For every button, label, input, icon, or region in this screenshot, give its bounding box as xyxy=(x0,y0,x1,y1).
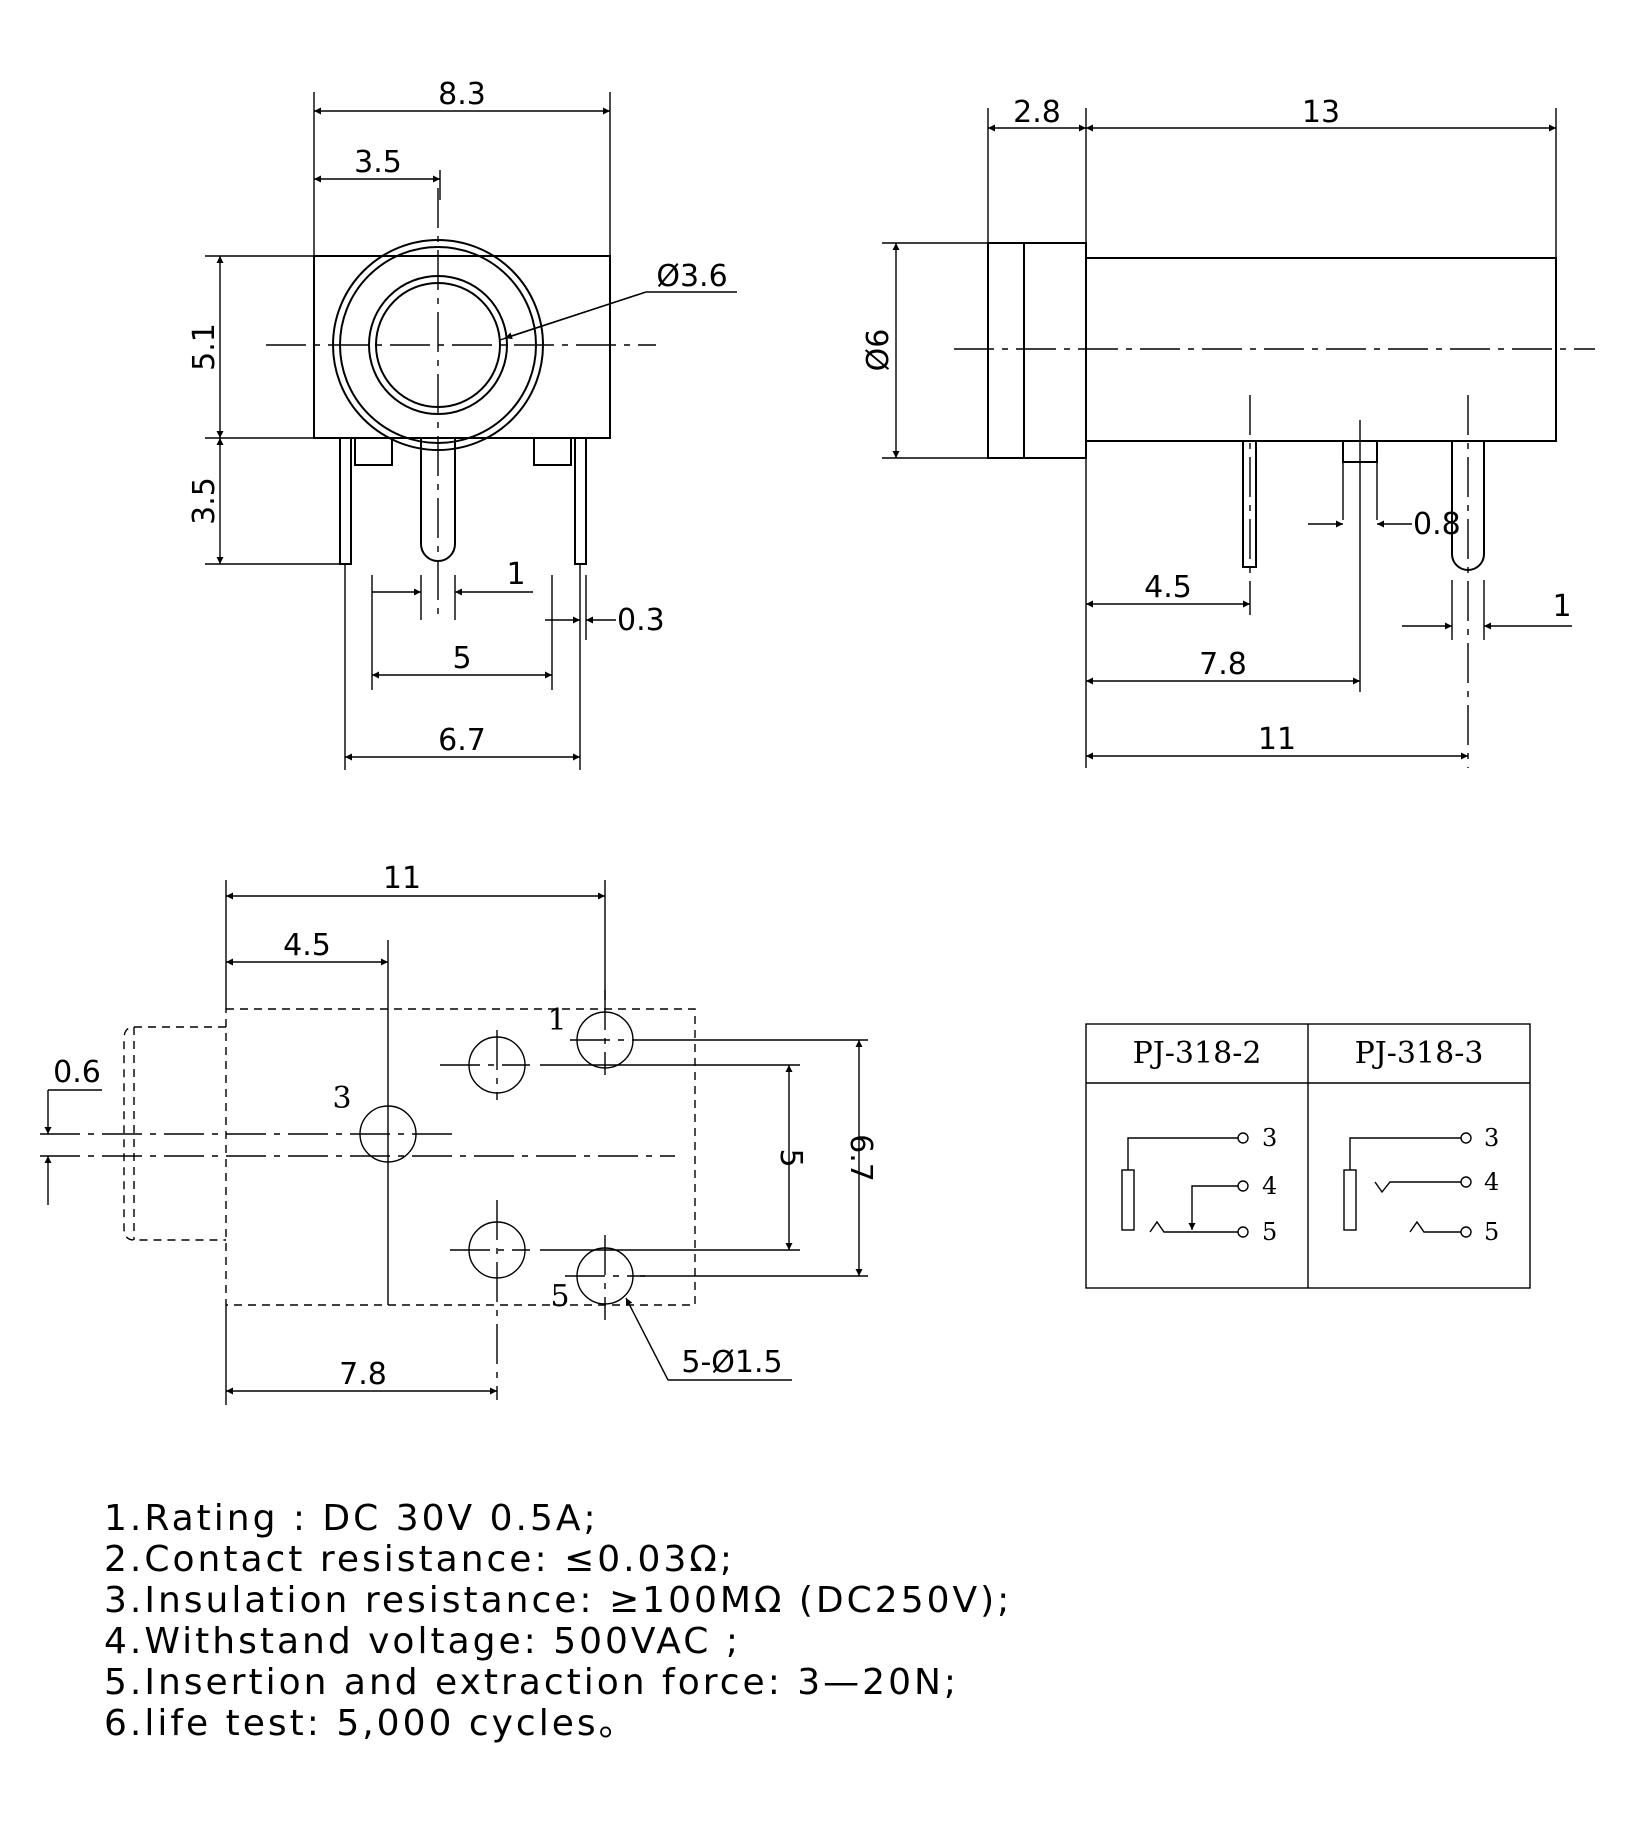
spec-notes: 1.Rating : DC 30V 0.5A; 2.Contact resist… xyxy=(104,1498,1012,1744)
dim-offset-top: 3.5 xyxy=(354,145,402,180)
dim-offset-06: 0.6 xyxy=(53,1055,101,1090)
pin-label-1: 1 xyxy=(547,1003,566,1038)
dim-span-5: 5 xyxy=(773,1148,808,1167)
pin-4: 4 xyxy=(1484,1168,1499,1196)
pin-label-3: 3 xyxy=(332,1081,351,1116)
pin-3: 3 xyxy=(1262,1124,1277,1152)
dim-span-11: 11 xyxy=(383,861,421,896)
front-body-outline xyxy=(313,255,611,439)
schematic-pj-318-2: 3 4 5 xyxy=(1121,1124,1277,1246)
note-rating: 1.Rating : DC 30V 0.5A; xyxy=(104,1498,599,1539)
dim-pin-width-a: 0.8 xyxy=(1413,507,1461,542)
front-view: 8.3 3.5 5.1 3.5 Ø3.6 1 0.3 5 6.7 xyxy=(187,77,737,770)
pin-5: 5 xyxy=(1484,1218,1499,1246)
front-pin-right xyxy=(574,437,587,565)
note-life-test: 6.life test: 5,000 cycles。 xyxy=(104,1703,638,1744)
pin-3: 3 xyxy=(1484,1124,1499,1152)
dim-pin-length: 3.5 xyxy=(187,477,222,525)
dim-span-67: 6.7 xyxy=(843,1134,878,1182)
dim-pin-width-b: 1 xyxy=(1552,589,1571,624)
bottom-body-outline xyxy=(225,1008,696,1306)
dim-pin-span-inner: 5 xyxy=(452,641,471,676)
note-contact-resistance: 2.Contact resistance: ≤0.03Ω; xyxy=(104,1539,735,1580)
front-pin-left xyxy=(339,437,352,565)
dim-pin-width: 1 xyxy=(506,557,525,592)
table-header-pj-318-3: PJ-318-3 xyxy=(1355,1036,1484,1071)
schematic-pj-318-3: 3 4 5 xyxy=(1343,1124,1499,1246)
note-insulation-resistance: 3.Insulation resistance: ≥100MΩ (DC250V)… xyxy=(104,1580,1013,1621)
bottom-collar-outline xyxy=(123,1026,226,1241)
dim-width-top: 8.3 xyxy=(438,77,486,112)
dim-span-45: 4.5 xyxy=(283,928,331,963)
dim-dia: Ø6 xyxy=(861,329,896,372)
dim-holes: 5-Ø1.5 xyxy=(681,1345,782,1380)
pin-5: 5 xyxy=(1262,1218,1277,1246)
note-withstand-voltage: 4.Withstand voltage: 500VAC ; xyxy=(104,1621,741,1662)
front-tab-right xyxy=(533,438,572,466)
table-header-pj-318-2: PJ-318-2 xyxy=(1133,1036,1262,1071)
front-pin-center xyxy=(420,438,456,562)
note-insertion-force: 5.Insertion and extraction force: 3—20N; xyxy=(104,1662,960,1703)
dim-pin-span-outer: 6.7 xyxy=(438,723,486,758)
pin-4: 4 xyxy=(1262,1172,1277,1200)
dim-hole-dia: Ø3.6 xyxy=(656,259,727,294)
schematic-table: PJ-318-2 PJ-318-3 3 4 5 3 4 5 xyxy=(1085,1023,1531,1289)
dim-pin-pos-2: 7.8 xyxy=(1199,647,1247,682)
dim-height: 5.1 xyxy=(187,323,222,371)
dim-pin-pos-1: 4.5 xyxy=(1144,570,1192,605)
side-view: 2.8 13 Ø6 4.5 7.8 11 0.8 1 xyxy=(861,95,1595,768)
front-tab-left xyxy=(354,438,393,466)
dim-pin-thick: 0.3 xyxy=(617,603,665,638)
dim-body-length: 13 xyxy=(1302,95,1340,130)
bottom-view: 11 4.5 7.8 5 6.7 0.6 5-Ø1.5 1 3 5 xyxy=(40,861,878,1405)
pin-label-5: 5 xyxy=(550,1279,569,1314)
dim-pin-pos-3: 11 xyxy=(1258,722,1296,757)
dim-span-78: 7.8 xyxy=(339,1357,387,1392)
side-collar xyxy=(987,242,1087,459)
dim-collar: 2.8 xyxy=(1013,95,1061,130)
